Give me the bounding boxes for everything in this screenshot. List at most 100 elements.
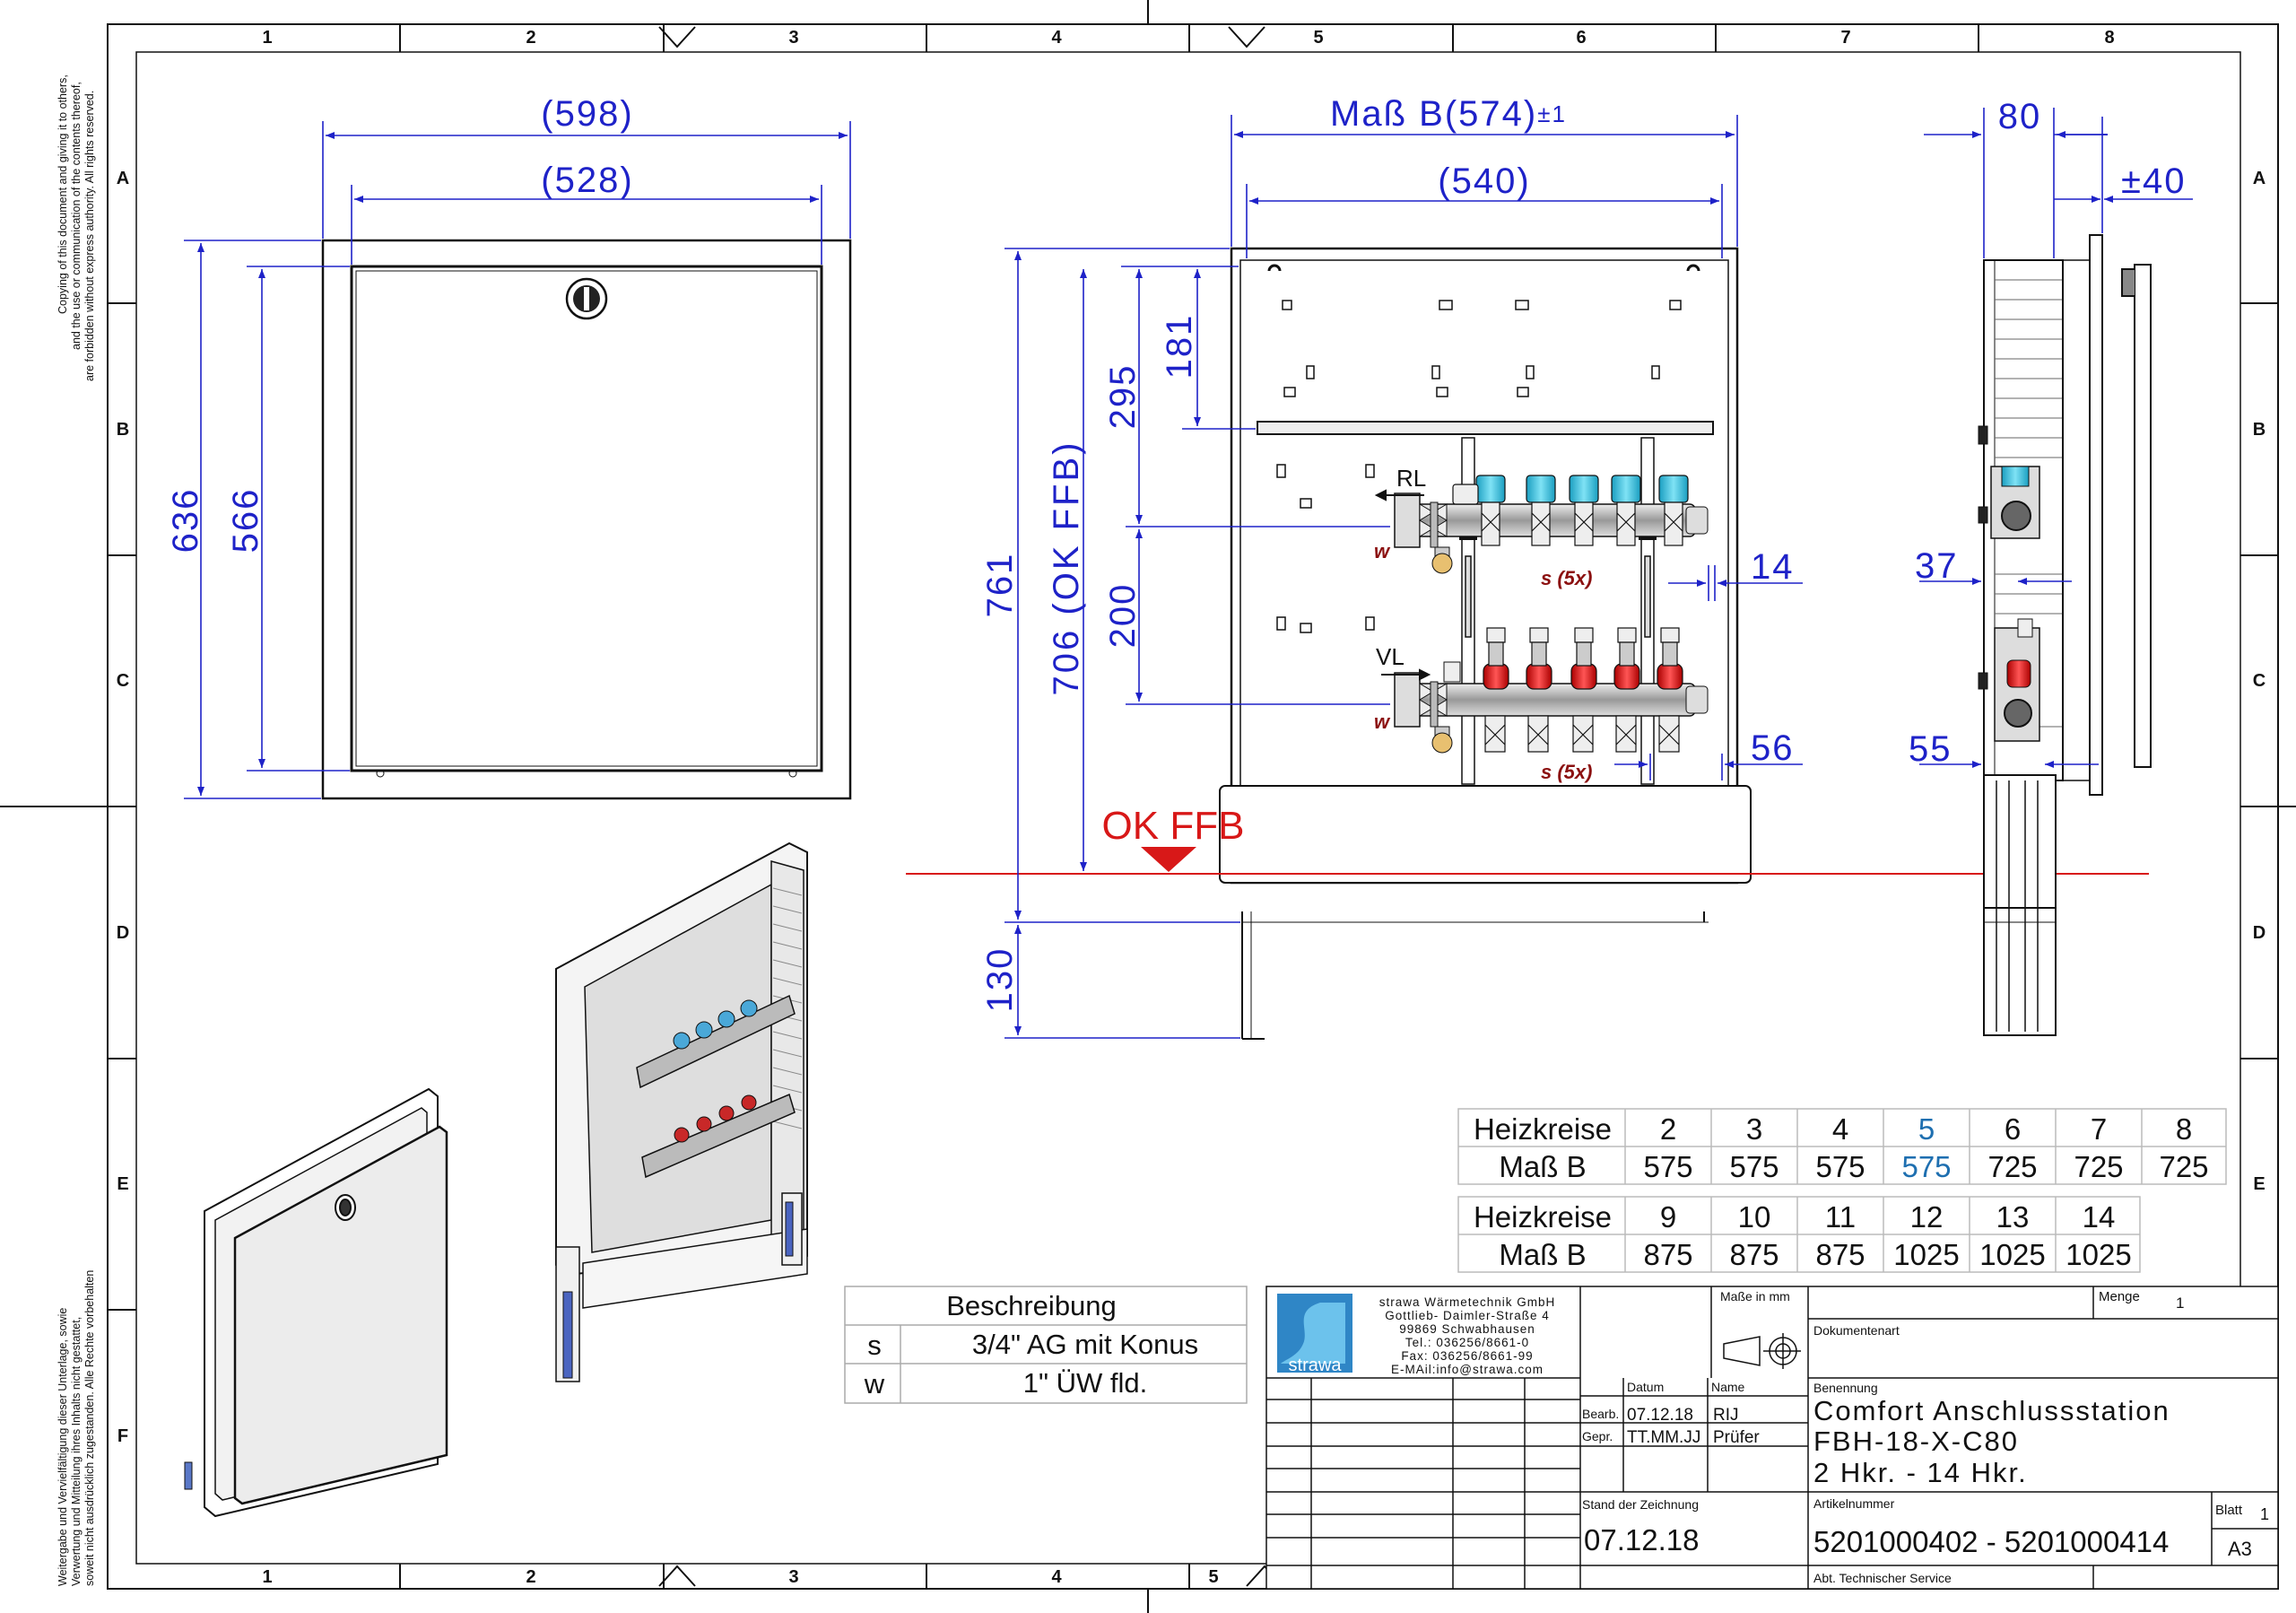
table-cell-highlight: 5 <box>1918 1112 1935 1146</box>
stand-date: 07.12.18 <box>1584 1523 1699 1556</box>
col-label: 3 <box>788 1567 798 1587</box>
flow-manifold <box>1394 661 1709 754</box>
dim-528: (528) <box>541 161 633 200</box>
table-cell: 6 <box>2005 1112 2021 1146</box>
col-label: 1 <box>262 28 272 48</box>
company-city: 99869 Schwabhausen <box>1399 1322 1535 1336</box>
table-cell: 11 <box>1825 1200 1856 1234</box>
copyright-line: and the use or communication of the cont… <box>70 82 83 350</box>
dim-636: 636 <box>166 488 205 554</box>
row-label: F <box>117 1426 128 1446</box>
return-valve-caps <box>1452 475 1689 546</box>
col-label: 2 <box>526 1567 535 1587</box>
benennung-line-3: 2 Hkr. - 14 Hkr. <box>1813 1457 2028 1488</box>
size-table-2: Heizkreise Maß B 9 10 11 12 13 14 875 87… <box>1457 1196 2141 1273</box>
benennung-line-2: FBH-18-X-C80 <box>1813 1426 2019 1457</box>
dim-295: 295 <box>1103 364 1143 430</box>
dim-200: 200 <box>1103 583 1143 649</box>
copyright-line: soweit nicht ausdrücklich zugestanden. A… <box>83 1270 96 1586</box>
datum-label: Datum <box>1627 1380 1664 1394</box>
dim-706: 706 (OK FFB) <box>1047 440 1086 696</box>
company-name: strawa Wärmetechnik GmbH <box>1379 1295 1556 1309</box>
copyright-line: Verwertung und Mitteilung ihres Inhalts … <box>70 1317 83 1586</box>
col-label: 5 <box>1313 28 1323 48</box>
table-label: Maß B <box>1499 1150 1586 1183</box>
blatt-label: Blatt <box>2215 1503 2243 1518</box>
label-ok-ffb: OK FFB <box>1102 804 1245 848</box>
dim-761: 761 <box>980 553 1020 618</box>
projection-symbol-icon <box>1723 1333 1801 1369</box>
copyright-notice-top: Copying of this document and giving it t… <box>57 74 96 381</box>
label-vl: VL <box>1376 643 1405 670</box>
title-block <box>1265 1286 2279 1590</box>
table-cell: 12 <box>1910 1200 1944 1234</box>
bearb-name: RIJ <box>1713 1406 1739 1425</box>
description-header: Beschreibung <box>946 1290 1117 1321</box>
benennung-label: Benennung <box>1813 1381 1878 1395</box>
table-label: Heizkreise <box>1474 1200 1612 1234</box>
dim-181: 181 <box>1160 314 1199 379</box>
gepr-label: Gepr. <box>1582 1429 1613 1443</box>
copyright-line: are forbidden without express authority.… <box>83 91 96 381</box>
row-label: C <box>117 671 129 691</box>
flow-valve-caps <box>1483 627 1683 753</box>
company-address: strawa Wärmetechnik GmbH Gottlieb- Daiml… <box>1379 1295 1556 1376</box>
row-label: C <box>2253 671 2266 691</box>
cabinet-front-view: RL VL w w s (5x) s (5x) <box>1219 247 1752 1040</box>
dim-mass-b: Maß B(574)±1 <box>1330 94 1567 134</box>
name-label: Name <box>1711 1380 1745 1394</box>
col-label: 4 <box>1051 1567 1062 1587</box>
blatt-value: 1 <box>2260 1505 2269 1523</box>
company-street: Gottlieb- Daimler-Straße 4 <box>1385 1309 1550 1322</box>
table-cell: 725 <box>1987 1150 2037 1183</box>
side-view-dimension-texts: 80 ±40 37 55 <box>1909 97 2186 769</box>
front-view-dimension-texts: (598) (528) 636 566 <box>166 94 633 554</box>
table-cell: 8 <box>2176 1112 2192 1146</box>
table-cell: 575 <box>1643 1150 1692 1183</box>
col-label: 3 <box>788 28 798 48</box>
front-view-cover <box>321 239 852 800</box>
table-cell: 1025 <box>1979 1238 2045 1271</box>
row-label: A <box>117 169 129 188</box>
company-email: E-MAil:info@strawa.com <box>1391 1363 1544 1376</box>
middle-view-dimensions <box>1004 115 1803 1039</box>
label-s-flow: s (5x) <box>1541 761 1592 783</box>
copyright-notice-bottom: Weitergabe und Vervielfältigung dieser U… <box>57 1270 96 1586</box>
menge-value: 1 <box>2176 1295 2184 1312</box>
title-block-texts: Maße in mm Menge 1 Dokumentenart Datum N… <box>1582 1289 2269 1585</box>
table-cell: 875 <box>1643 1238 1692 1271</box>
table-cell: 1025 <box>1893 1238 1959 1271</box>
middle-view-dimension-texts: Maß B(574)±1 (540) 181 295 200 761 706 (… <box>980 94 1793 1012</box>
artikel-number: 5201000402 - 5201000414 <box>1813 1525 2169 1558</box>
benennung-line-1: Comfort Anschlussstation <box>1813 1395 2170 1426</box>
copyright-line: Copying of this document and giving it t… <box>57 74 69 314</box>
table-cell: 725 <box>2159 1150 2208 1183</box>
description-key: w <box>864 1368 885 1399</box>
description-key: s <box>867 1330 882 1361</box>
col-label: 5 <box>1208 1567 1218 1587</box>
dim-598: (598) <box>541 94 633 134</box>
label-w-flow: w <box>1374 711 1391 733</box>
front-view-dimensions <box>184 121 851 799</box>
label-rl: RL <box>1396 465 1426 492</box>
col-label: 4 <box>1051 28 1062 48</box>
bearb-date: 07.12.18 <box>1627 1406 1693 1425</box>
gepr-date: TT.MM.JJ <box>1627 1428 1700 1447</box>
table-cell: 575 <box>1729 1150 1779 1183</box>
description-value: 3/4" AG mit Konus <box>972 1329 1198 1360</box>
description-table: Beschreibung s 3/4" AG mit Konus w 1" ÜW… <box>844 1286 1248 1404</box>
label-w-return: w <box>1374 540 1391 562</box>
dokumentenart-label: Dokumentenart <box>1813 1323 1900 1338</box>
isometric-cover-view <box>184 1087 448 1518</box>
dim-37: 37 <box>1915 546 1959 586</box>
table-cell: 13 <box>1996 1200 2030 1234</box>
dim-40: ±40 <box>2121 161 2186 201</box>
side-view-dimensions <box>1919 108 2193 768</box>
row-label: B <box>117 420 129 440</box>
col-label: 6 <box>1576 28 1586 48</box>
row-label: D <box>2253 923 2266 943</box>
column-labels: 1 2 3 4 5 6 7 8 1 2 3 4 5 <box>262 28 2114 1587</box>
copyright-line: Weitergabe und Vervielfältigung dieser U… <box>57 1308 69 1586</box>
